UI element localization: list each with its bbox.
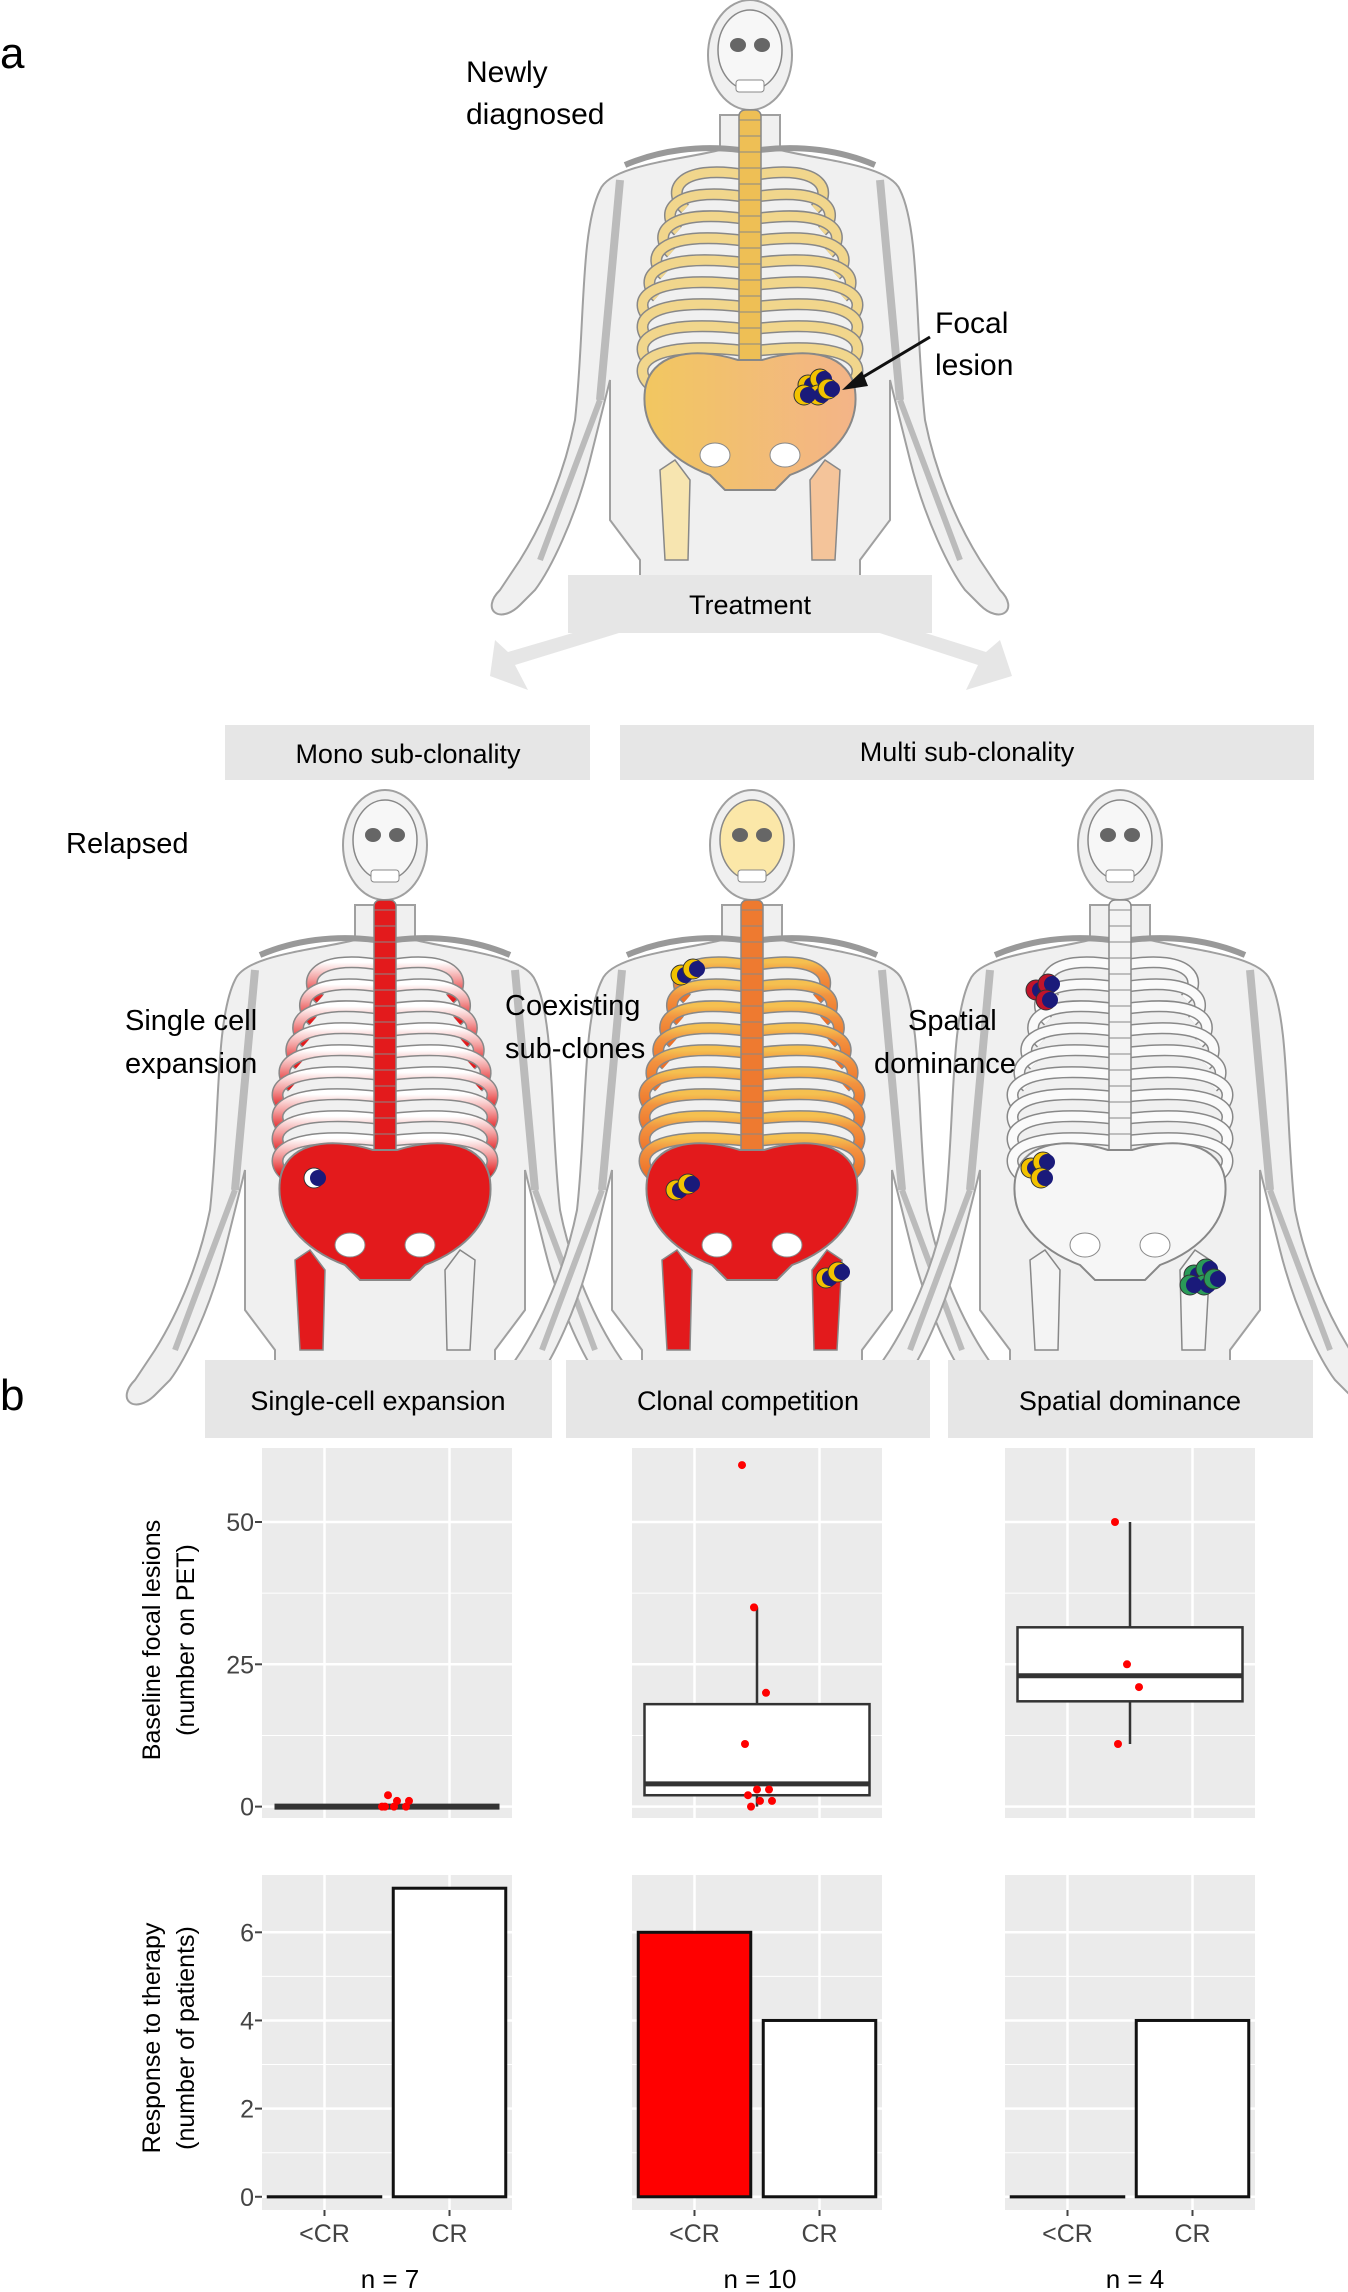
n-label-spatial-dominance: n = 4 bbox=[1106, 2264, 1165, 2292]
data-point bbox=[1111, 1518, 1119, 1526]
spatial-label-line1: Spatial bbox=[908, 1005, 997, 1037]
data-point bbox=[765, 1785, 773, 1794]
y-axis-title-top: Baseline focal lesions (number on PET) bbox=[138, 1520, 200, 1760]
focal-lesion-label-line1: Focal bbox=[935, 307, 1008, 340]
subclone-cluster-pelvis bbox=[665, 1173, 700, 1201]
bottom-axis-tick-label: 6 bbox=[240, 1919, 254, 1947]
data-point bbox=[747, 1802, 755, 1811]
svg-text:(number of patients): (number of patients) bbox=[172, 1926, 200, 2150]
newly-diagnosed-skeleton bbox=[490, 0, 1010, 616]
bottom-axis-tick-label: 4 bbox=[240, 2007, 254, 2035]
top-axis-tick-label: 0 bbox=[240, 1794, 254, 1822]
boxplot-panel-1 bbox=[262, 1448, 512, 1818]
data-point bbox=[1114, 1740, 1122, 1748]
data-point bbox=[384, 1791, 392, 1800]
facet-strip-3: Spatial dominance bbox=[948, 1360, 1313, 1438]
newly-diagnosed-label-line1: Newly bbox=[466, 56, 548, 89]
data-point bbox=[738, 1461, 746, 1470]
data-point bbox=[741, 1740, 749, 1748]
facet-strip-1: Single-cell expansion bbox=[205, 1360, 552, 1438]
spatial-label-line2: dominance bbox=[874, 1048, 1016, 1080]
top-axis-tick-label: 25 bbox=[226, 1651, 254, 1679]
x-tick-label: <CR bbox=[299, 2220, 350, 2248]
single-cell-expansion-skeleton bbox=[125, 789, 645, 1406]
top-axis-tick-label: 50 bbox=[226, 1509, 254, 1537]
coexisting-subclones-skeleton bbox=[492, 789, 1012, 1406]
mono-subclonality-label: Mono sub-clonality bbox=[295, 739, 521, 769]
subclone-cluster-femur bbox=[815, 1261, 850, 1289]
coexisting-label-line1: Coexisting bbox=[505, 990, 640, 1022]
facet-label-spatial-dominance: Spatial dominance bbox=[1019, 1386, 1241, 1416]
x-tick-label: <CR bbox=[669, 2220, 720, 2248]
treatment-arrows bbox=[490, 575, 1012, 690]
multi-subclonality-header bbox=[620, 725, 1314, 780]
multi-subclonality-label: Multi sub-clonality bbox=[860, 737, 1075, 767]
facet-strip-2: Clonal competition bbox=[566, 1360, 930, 1438]
subclone-cluster-shoulder bbox=[670, 958, 705, 986]
facet-label-single-cell-expansion: Single-cell expansion bbox=[250, 1386, 505, 1416]
data-point bbox=[768, 1796, 776, 1805]
facet-label-clonal-competition: Clonal competition bbox=[637, 1386, 859, 1416]
x-tick-label: CR bbox=[431, 2220, 467, 2248]
barchart-panel-1 bbox=[262, 1875, 512, 2210]
data-point bbox=[762, 1688, 770, 1697]
data-point bbox=[1123, 1660, 1131, 1669]
red-clone-cluster-shoulder bbox=[1025, 973, 1060, 1011]
barchart-panel-3 bbox=[1005, 1875, 1255, 2210]
green-clone-cluster-femur bbox=[1179, 1258, 1226, 1296]
bar-cr bbox=[391, 1886, 508, 2199]
focal-lesion-arrow bbox=[842, 335, 931, 390]
bar-lt-cr bbox=[636, 1930, 753, 2199]
y-axis-title-bottom: Response to therapy (number of patients) bbox=[138, 1922, 200, 2153]
bar-cr bbox=[761, 2018, 878, 2199]
cell-clusters bbox=[303, 368, 1226, 1296]
n-label-clonal-competition: n = 10 bbox=[723, 2264, 796, 2292]
bar-cr bbox=[1134, 2018, 1251, 2199]
x-tick-label: CR bbox=[801, 2220, 837, 2248]
focal-lesion-cells bbox=[793, 368, 840, 406]
x-tick-label: <CR bbox=[1042, 2220, 1093, 2248]
svg-text:(number on PET): (number on PET) bbox=[172, 1544, 200, 1736]
data-point bbox=[1135, 1683, 1143, 1692]
boxplot-panel-2 bbox=[632, 1448, 882, 1818]
single-cell-label-line1: Single cell bbox=[125, 1005, 257, 1037]
charts: 0 25 50 <CR CR <CR CR <CR CR 0 2 4 6 bbox=[226, 1448, 1255, 2248]
svg-text:Baseline focal lesions: Baseline focal lesions bbox=[138, 1520, 166, 1760]
box-iqr bbox=[643, 1702, 871, 1797]
data-point bbox=[750, 1603, 758, 1612]
coexisting-label-line2: sub-clones bbox=[505, 1033, 645, 1065]
bottom-axis-tick-label: 2 bbox=[240, 2096, 254, 2124]
spatial-dominance-skeleton bbox=[860, 789, 1348, 1406]
data-point bbox=[756, 1796, 764, 1805]
single-cell-lesion bbox=[303, 1167, 326, 1189]
x-tick-label: CR bbox=[1174, 2220, 1210, 2248]
newly-diagnosed-label-line2: diagnosed bbox=[466, 98, 604, 131]
barchart-panel-2 bbox=[632, 1875, 882, 2210]
n-label-single-cell: n = 7 bbox=[361, 2264, 420, 2292]
panel-b-label: b bbox=[0, 1371, 24, 1420]
yellow-clone-cluster-pelvis bbox=[1020, 1151, 1055, 1189]
single-cell-label-line2: expansion bbox=[125, 1048, 257, 1080]
boxplot-panel-3 bbox=[1005, 1448, 1255, 1818]
bottom-axis-tick-label: 0 bbox=[240, 2184, 254, 2212]
svg-text:Response to therapy: Response to therapy bbox=[138, 1922, 166, 2153]
treatment-label: Treatment bbox=[689, 590, 812, 620]
data-point bbox=[753, 1785, 761, 1794]
data-point bbox=[405, 1796, 413, 1805]
data-point bbox=[381, 1802, 389, 1811]
mono-subclonality-header bbox=[225, 725, 590, 780]
relapsed-label: Relapsed bbox=[66, 828, 189, 860]
panel-a-label: a bbox=[0, 29, 25, 78]
focal-lesion-label-line2: lesion bbox=[935, 349, 1013, 382]
data-point bbox=[393, 1796, 401, 1805]
data-point bbox=[744, 1791, 752, 1800]
